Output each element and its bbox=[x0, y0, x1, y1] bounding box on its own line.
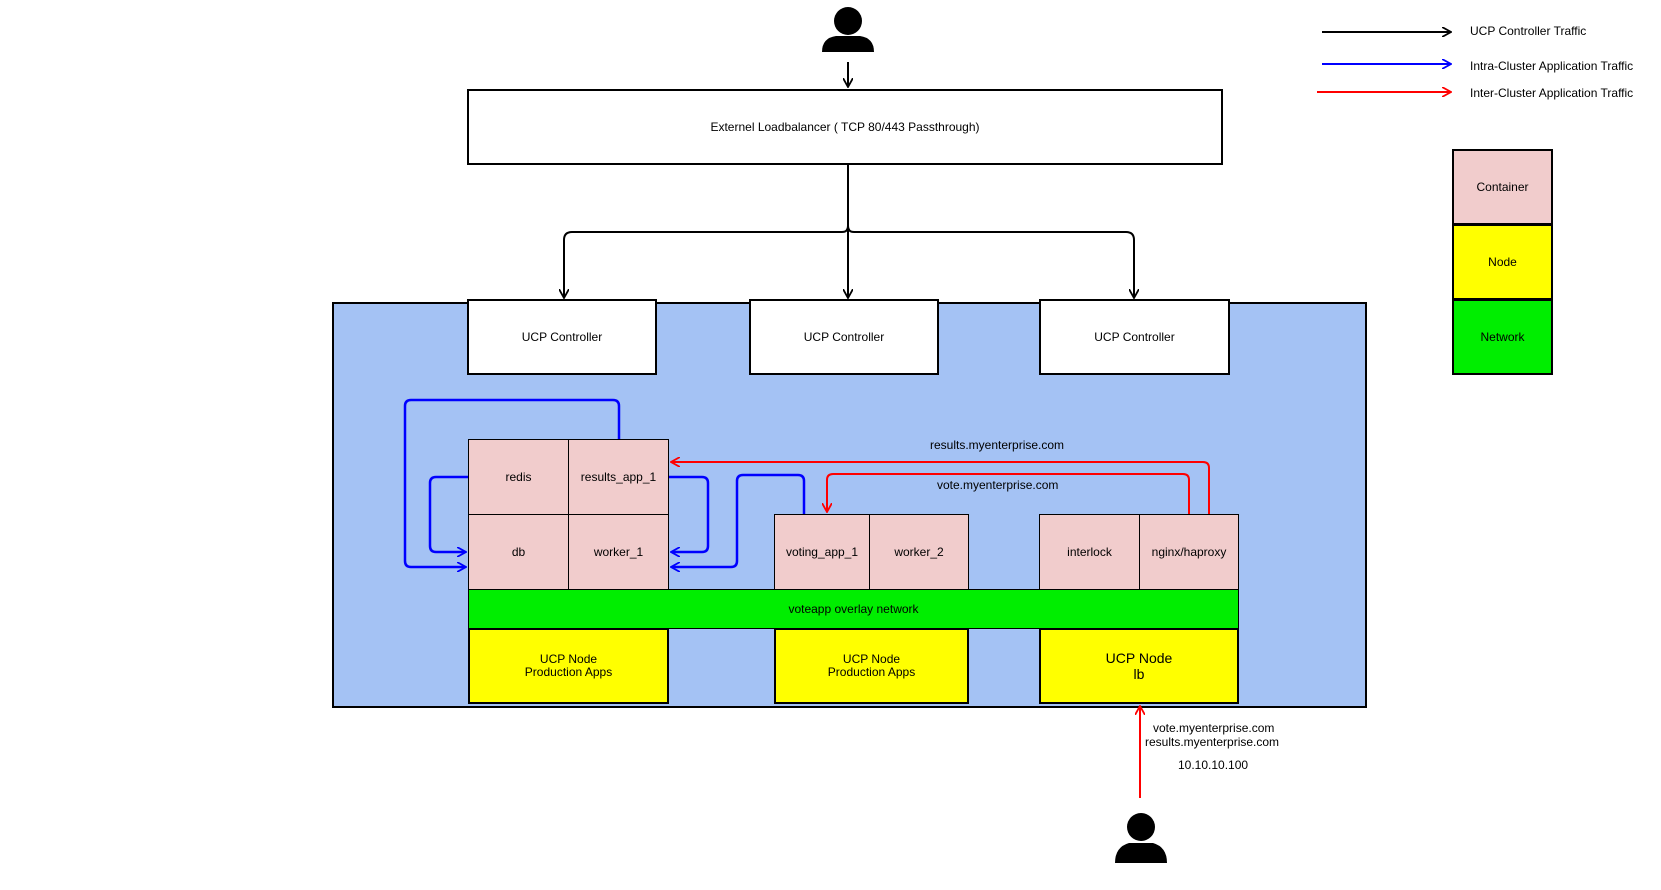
results-to-worker-arrow bbox=[669, 475, 710, 552]
controller-label: UCP Controller bbox=[803, 329, 885, 344]
node-subtitle: Production Apps bbox=[827, 665, 916, 679]
legend-controller-traffic: UCP Controller Traffic bbox=[1470, 24, 1587, 38]
legend-intra-traffic: Intra-Cluster Application Traffic bbox=[1470, 59, 1634, 73]
route-results-label: results.myenterprise.com bbox=[930, 438, 1065, 452]
container-label: results_app_1 bbox=[580, 469, 657, 484]
node-subtitle: lb bbox=[1133, 666, 1145, 682]
container-label: redis bbox=[505, 469, 532, 484]
network-label: voteapp overlay network bbox=[788, 601, 919, 616]
container-nginx-haproxy: nginx/haproxy bbox=[1139, 514, 1239, 590]
load-balancer-label: Externel Loadbalancer ( TCP 80/443 Passt… bbox=[710, 119, 980, 134]
ucp-controller-3: UCP Controller bbox=[1039, 299, 1230, 375]
container-label: worker_2 bbox=[894, 544, 944, 559]
legend-key-label: Network bbox=[1480, 329, 1525, 344]
node-title: UCP Node bbox=[539, 652, 598, 666]
redis-to-db-arrow bbox=[428, 475, 468, 552]
legend-container-swatch: Container bbox=[1452, 149, 1553, 225]
container-worker-2: worker_2 bbox=[869, 514, 969, 590]
node-subtitle: Production Apps bbox=[524, 665, 613, 679]
nginx-to-voting-arrow bbox=[827, 473, 1190, 514]
overlay-network: voteapp overlay network bbox=[468, 589, 1239, 629]
ucp-controller-1: UCP Controller bbox=[467, 299, 657, 375]
container-label: voting_app_1 bbox=[785, 544, 859, 559]
lb-to-controller-3 bbox=[847, 225, 1134, 297]
external-host-vote: vote.myenterprise.com bbox=[1153, 721, 1275, 735]
external-host-results: results.myenterprise.com bbox=[1145, 735, 1280, 749]
container-label: worker_1 bbox=[593, 544, 644, 559]
controller-label: UCP Controller bbox=[1094, 329, 1175, 344]
external-load-balancer: Externel Loadbalancer ( TCP 80/443 Passt… bbox=[467, 89, 1223, 165]
legend-key-label: Node bbox=[1488, 254, 1517, 269]
ucp-controller-2: UCP Controller bbox=[749, 299, 939, 375]
container-db: db bbox=[468, 514, 569, 590]
results-to-db-arrow bbox=[403, 398, 621, 567]
container-label: interlock bbox=[1067, 544, 1112, 559]
legend-key-label: Container bbox=[1476, 179, 1529, 194]
ucp-node-2: UCP Node Production Apps bbox=[774, 628, 969, 704]
legend-inter-traffic: Inter-Cluster Application Traffic bbox=[1470, 86, 1634, 100]
container-label: nginx/haproxy bbox=[1151, 544, 1227, 559]
user-icon bbox=[822, 7, 874, 52]
ucp-node-1: UCP Node Production Apps bbox=[468, 628, 669, 704]
route-vote-label: vote.myenterprise.com bbox=[937, 478, 1059, 492]
legend-node-swatch: Node bbox=[1452, 224, 1553, 300]
node-title: UCP Node bbox=[1105, 650, 1173, 666]
lb-to-controller-1 bbox=[564, 225, 849, 297]
container-results-app: results_app_1 bbox=[568, 439, 669, 515]
nginx-to-results-arrow bbox=[672, 462, 1210, 514]
voting-to-worker-arrow bbox=[672, 473, 806, 567]
controller-label: UCP Controller bbox=[521, 329, 603, 344]
legend-network-swatch: Network bbox=[1452, 299, 1553, 375]
ucp-node-lb: UCP Node lb bbox=[1039, 628, 1239, 704]
external-ip: 10.10.10.100 bbox=[1178, 758, 1249, 772]
user-icon bbox=[1115, 813, 1167, 863]
container-worker-1: worker_1 bbox=[568, 514, 669, 590]
container-redis: redis bbox=[468, 439, 569, 515]
container-label: db bbox=[511, 544, 526, 559]
node-title: UCP Node bbox=[842, 652, 901, 666]
